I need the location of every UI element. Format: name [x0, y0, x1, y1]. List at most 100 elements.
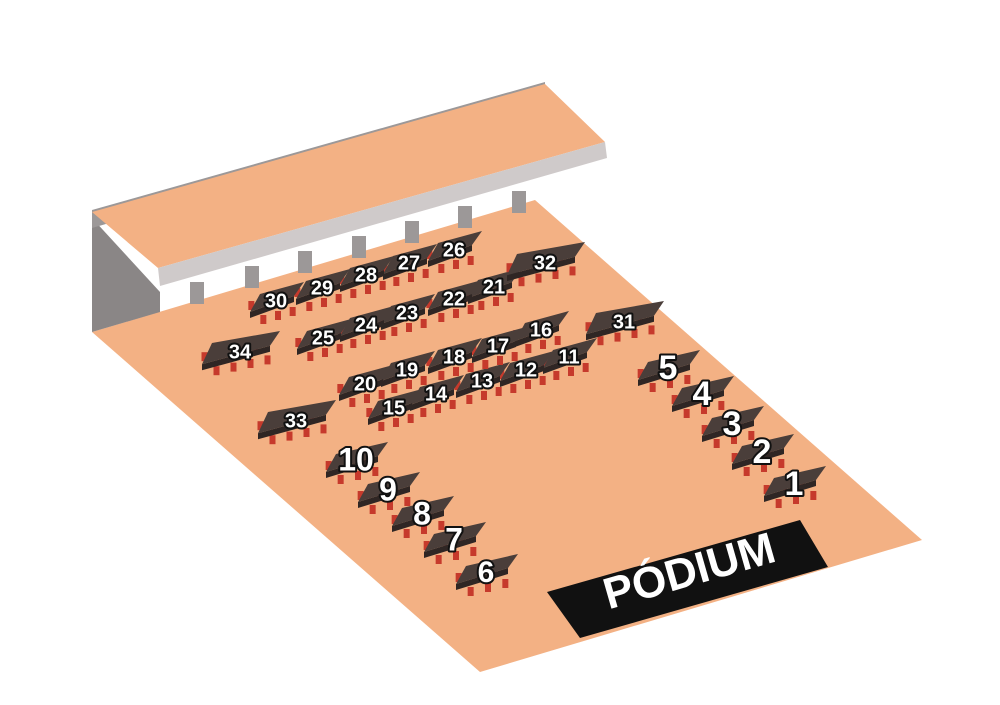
- table-top: [638, 350, 700, 380]
- chair: [320, 424, 327, 434]
- chair: [502, 579, 509, 588]
- chair: [525, 380, 531, 389]
- table-number: 27: [398, 252, 420, 274]
- chair: [453, 309, 459, 318]
- chair: [467, 305, 474, 314]
- table-3[interactable]: 3: [701, 403, 764, 448]
- balcony-pillar: [405, 221, 419, 243]
- chair: [355, 471, 361, 480]
- chair: [408, 273, 414, 282]
- table-25[interactable]: 25: [295, 319, 351, 361]
- table-16[interactable]: 16: [513, 311, 569, 353]
- table-number: 21: [483, 276, 505, 298]
- table-1[interactable]: 1: [763, 463, 826, 508]
- table-edge: [586, 315, 654, 341]
- table-27[interactable]: 27: [381, 244, 437, 286]
- table-13[interactable]: 13: [454, 362, 510, 404]
- table-33[interactable]: 33: [257, 400, 337, 445]
- table-edge: [456, 568, 508, 590]
- chair: [260, 315, 267, 324]
- chair: [683, 409, 690, 418]
- chair: [552, 270, 559, 279]
- chair: [453, 367, 459, 376]
- table-22[interactable]: 22: [426, 280, 482, 322]
- table-number: 33: [285, 410, 307, 432]
- table-9[interactable]: 9: [357, 469, 420, 514]
- chair: [403, 529, 410, 538]
- table-top: [764, 466, 826, 496]
- chair: [540, 340, 546, 349]
- table-10[interactable]: 10: [325, 439, 388, 484]
- table-number: 31: [613, 311, 635, 333]
- table-19[interactable]: 19: [379, 351, 435, 393]
- table-number: 9: [379, 471, 397, 507]
- table-edge: [543, 352, 587, 374]
- table-edge: [250, 296, 294, 318]
- table-8[interactable]: 8: [391, 493, 454, 538]
- chair: [470, 547, 477, 556]
- table-11[interactable]: 11: [541, 338, 597, 380]
- chair: [426, 299, 433, 308]
- table-top: [326, 442, 388, 472]
- chair: [230, 362, 237, 372]
- chair: [257, 421, 264, 431]
- chair: [365, 335, 371, 344]
- chair: [321, 298, 327, 307]
- table-edge: [383, 258, 427, 280]
- table-6[interactable]: 6: [455, 554, 518, 596]
- table-31[interactable]: 31: [585, 301, 665, 346]
- table-top: [424, 522, 486, 552]
- chair: [810, 491, 817, 500]
- table-top: [428, 338, 482, 368]
- table-top: [428, 231, 482, 261]
- table-2[interactable]: 2: [731, 431, 794, 476]
- chair: [423, 541, 430, 550]
- chair: [322, 348, 328, 357]
- table-edge: [764, 480, 816, 502]
- table-29[interactable]: 29: [294, 269, 350, 311]
- chair: [585, 322, 592, 332]
- chair: [357, 491, 364, 500]
- chair: [325, 461, 332, 470]
- chair: [264, 355, 271, 365]
- table-top: [296, 269, 350, 299]
- table-5[interactable]: 5: [637, 347, 700, 392]
- balcony-pillar: [298, 251, 312, 273]
- table-number: 23: [396, 302, 418, 324]
- chair: [422, 269, 429, 278]
- table-17[interactable]: 17: [470, 327, 526, 369]
- table-edge: [424, 536, 476, 558]
- table-34[interactable]: 34: [201, 331, 281, 376]
- table-number: 5: [659, 349, 678, 387]
- chair: [435, 555, 442, 564]
- table-top: [368, 389, 422, 419]
- table-edge: [326, 456, 378, 478]
- table-top: [515, 311, 569, 341]
- chair: [793, 495, 799, 504]
- table-4[interactable]: 4: [671, 373, 734, 418]
- table-number: 14: [425, 383, 448, 405]
- table-number: 6: [478, 556, 495, 589]
- table-7[interactable]: 7: [423, 519, 486, 564]
- balcony-left-wall: [92, 218, 160, 332]
- chair: [535, 273, 542, 283]
- table-12[interactable]: 12: [498, 351, 554, 393]
- table-number: 26: [443, 239, 465, 261]
- chair: [404, 497, 411, 506]
- table-20[interactable]: 20: [337, 365, 393, 407]
- chair: [493, 297, 499, 306]
- table-32[interactable]: 32: [506, 242, 586, 287]
- table-18[interactable]: 18: [426, 338, 482, 380]
- table-24[interactable]: 24: [338, 306, 394, 348]
- table-30[interactable]: 30: [248, 282, 304, 324]
- chair: [485, 583, 491, 592]
- table-15[interactable]: 15: [366, 389, 422, 431]
- chair: [406, 323, 412, 332]
- table-top: [428, 280, 482, 310]
- table-edge: [732, 448, 784, 470]
- balcony-pillar: [458, 206, 472, 228]
- table-top: [500, 351, 554, 381]
- chair: [684, 375, 691, 384]
- chair: [438, 371, 445, 380]
- chair: [614, 332, 621, 342]
